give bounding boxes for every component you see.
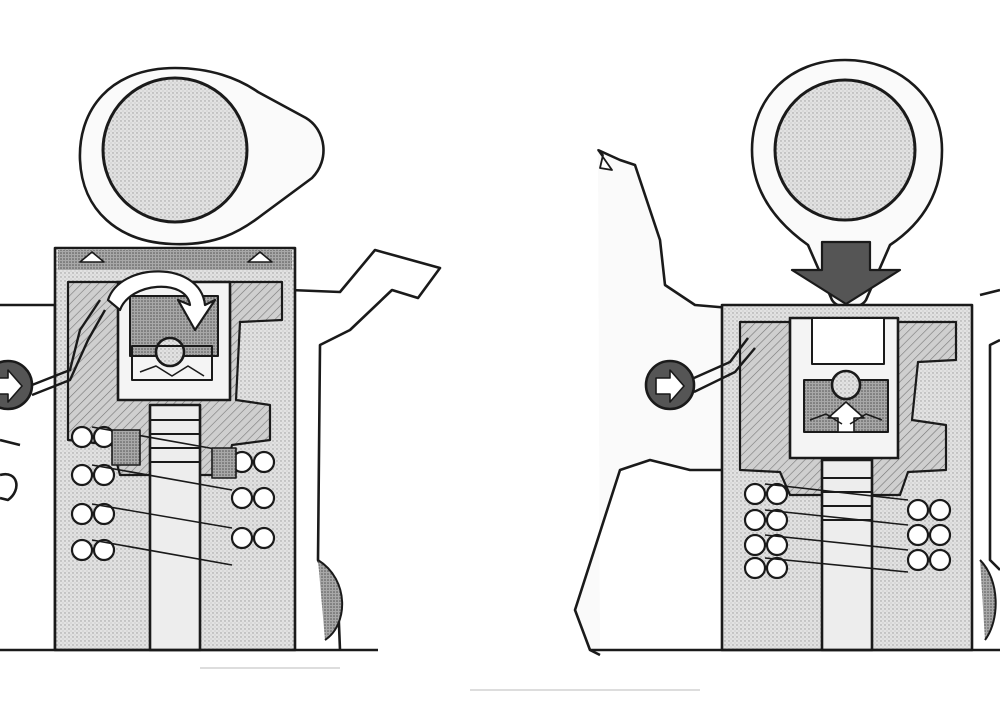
press-arrow (790, 240, 902, 306)
check-ball-left (154, 336, 186, 368)
valve-stem-threads-right (822, 477, 872, 521)
curved-flow-arrow (106, 270, 217, 332)
inlet-arrow-right (655, 369, 685, 403)
right-panel (573, 58, 1000, 657)
camshaft-right (773, 78, 917, 222)
head-wall-right-edge (979, 288, 1000, 571)
valve-stem-right (820, 458, 874, 652)
valve-spring-right (743, 482, 952, 580)
valve-spring-left (70, 425, 276, 566)
left-panel (0, 66, 442, 652)
check-ball-right (830, 369, 862, 401)
vent-arrow-left (79, 251, 105, 263)
vent-arrow-right (247, 251, 273, 263)
valve-stem-threads-left (150, 419, 200, 463)
inlet-arrow (0, 369, 23, 403)
check-valve-up-arrow (827, 401, 865, 433)
check-valve-cage-left (131, 345, 213, 381)
camshaft-left (101, 76, 249, 224)
guide-bottom-left (317, 559, 344, 641)
scan-noise (200, 667, 700, 691)
oil-gallery-wall-left (0, 438, 21, 502)
